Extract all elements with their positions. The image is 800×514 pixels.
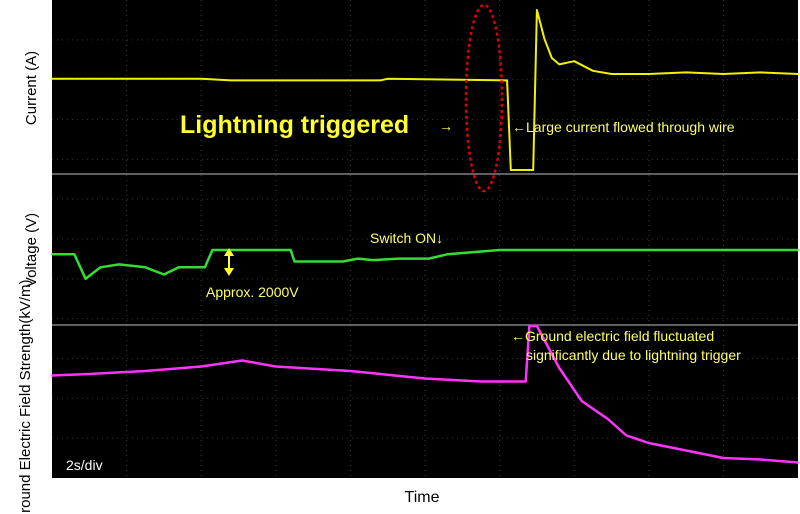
data-point-voltage <box>84 278 87 280</box>
data-point-voltage <box>372 259 374 261</box>
data-point-current <box>648 73 650 75</box>
data-point-field <box>200 365 202 368</box>
data-point-current <box>551 57 553 59</box>
data-point-field <box>580 400 583 402</box>
data-point-current <box>797 73 799 75</box>
annotation-switch-on: Switch ON↓ <box>370 230 443 246</box>
trigger-highlight-ellipse <box>464 3 504 193</box>
data-point-current <box>506 79 508 82</box>
data-point-field <box>480 380 482 383</box>
double-arrow-icon <box>224 248 234 276</box>
annotation-field-note-line1: ←Ground electric field fluctuated <box>511 328 714 344</box>
data-point-field <box>536 325 538 327</box>
data-point-current <box>386 78 389 80</box>
data-point-current <box>759 71 762 74</box>
data-point-voltage <box>211 249 214 251</box>
annotation-lightning-triggered: Lightning triggered <box>180 111 409 139</box>
data-point-voltage <box>144 266 147 269</box>
data-point-field <box>558 367 561 369</box>
data-point-voltage <box>163 273 165 276</box>
data-point-voltage <box>342 260 344 263</box>
data-point-current <box>573 60 575 62</box>
data-point-field <box>241 359 243 362</box>
data-point-field <box>528 325 531 327</box>
data-point-field <box>797 461 799 464</box>
data-point-field <box>607 418 609 420</box>
data-point-field <box>759 458 762 461</box>
time-scale-label: 2s/div <box>66 457 103 473</box>
data-point-field <box>625 434 628 437</box>
data-point-field <box>648 442 650 444</box>
data-point-current <box>51 78 53 80</box>
data-point-current <box>592 70 594 72</box>
annotation-approx-voltage: Approx. 2000V <box>206 284 299 300</box>
data-point-voltage <box>118 263 120 266</box>
annotation-field-note-line2: significantly due to lightning trigger <box>526 347 741 363</box>
ylabel-field: Ground Electric Field Strength(kV/m) <box>17 279 34 514</box>
annotation-current-note: ←Large current flowed through wire <box>512 119 735 135</box>
data-point-current <box>543 38 546 40</box>
data-point-current <box>685 71 687 74</box>
data-point-field <box>424 377 426 380</box>
data-point-current <box>558 63 561 66</box>
data-point-voltage <box>73 253 76 256</box>
data-point-field <box>685 449 687 452</box>
data-point-voltage <box>446 253 449 256</box>
data-point-voltage <box>357 257 359 260</box>
data-point-current <box>200 78 202 80</box>
annotation-lightning-arrow: → <box>439 118 453 134</box>
series-layer <box>51 9 799 464</box>
data-point-voltage <box>289 249 292 251</box>
data-point-voltage <box>99 266 102 269</box>
data-point-field <box>349 370 352 372</box>
data-point-current <box>536 9 538 11</box>
data-point-current <box>532 169 534 171</box>
data-point-field <box>722 457 725 459</box>
series-line-voltage <box>52 248 798 281</box>
data-point-current <box>610 73 613 75</box>
data-point-current <box>722 73 725 75</box>
data-point-field <box>144 370 147 372</box>
data-point-field <box>275 365 277 368</box>
data-point-voltage <box>293 260 296 263</box>
data-point-field <box>51 374 53 377</box>
xlabel: Time <box>405 489 440 506</box>
ylabel-voltage: Voltage (V) <box>23 213 40 287</box>
series-line-current <box>52 9 799 171</box>
data-point-voltage <box>51 253 53 256</box>
data-point-voltage <box>797 249 799 251</box>
data-point-current <box>379 79 382 82</box>
data-point-voltage <box>178 266 180 269</box>
data-point-voltage <box>498 249 501 251</box>
data-point-voltage <box>427 257 430 260</box>
data-point-voltage <box>398 257 400 260</box>
data-point-voltage <box>204 266 206 269</box>
ylabel-current: Current (A) <box>23 51 40 125</box>
data-point-field <box>524 380 527 383</box>
data-point-field <box>88 373 91 375</box>
data-point-current <box>510 169 512 171</box>
data-point-current <box>230 79 232 82</box>
